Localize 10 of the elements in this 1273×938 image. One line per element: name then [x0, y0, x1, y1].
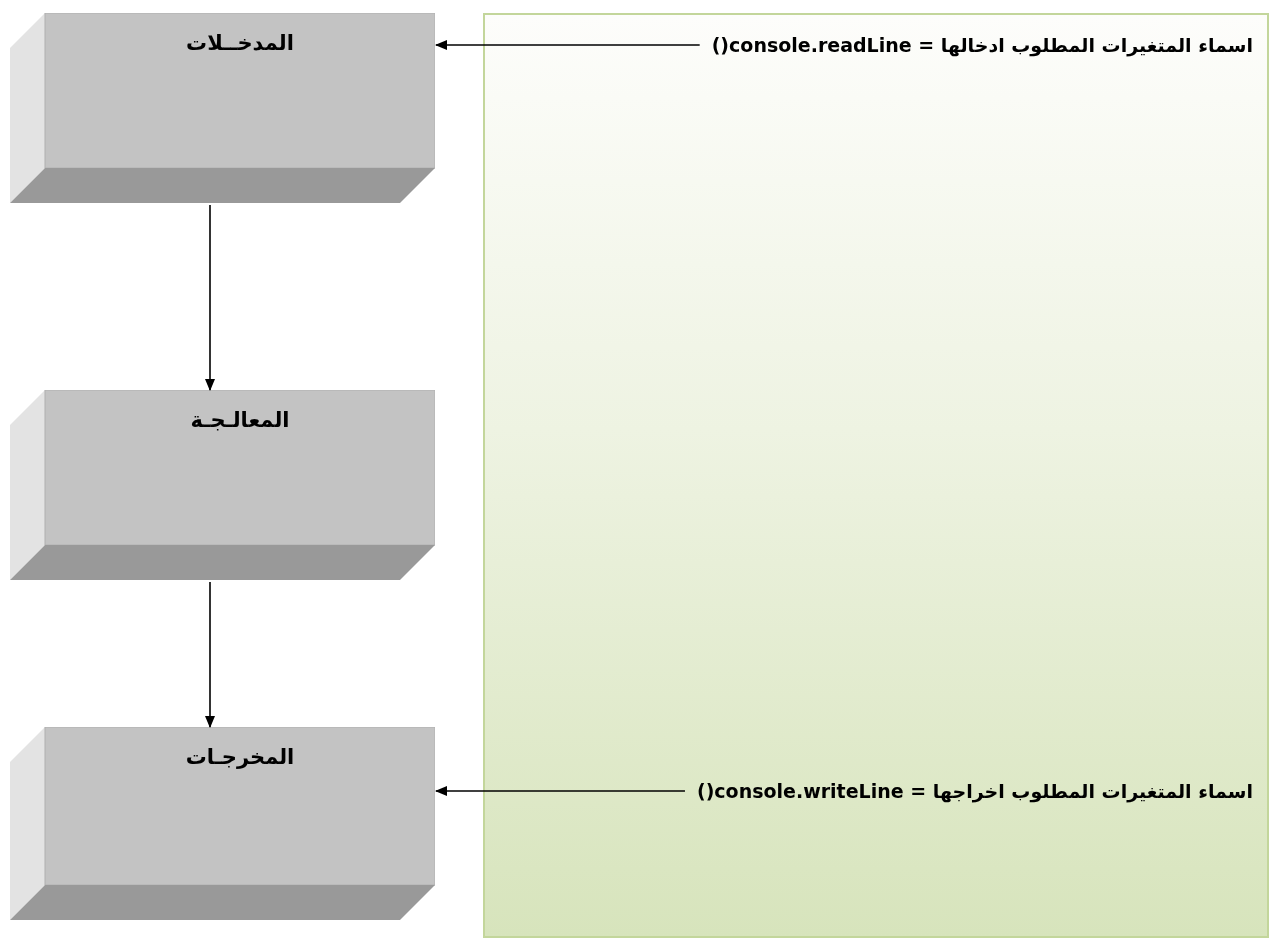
- arrow: [435, 40, 701, 50]
- arrow: [205, 581, 215, 728]
- arrow: [435, 786, 686, 796]
- box-label: المخرجـات: [184, 745, 296, 769]
- note-text: اسماء المتغيرات المطلوب ادخالها = console.readLine(): [711, 34, 1253, 56]
- box-label: المعالـجـة: [189, 408, 291, 432]
- note-text: اسماء المتغيرات المطلوب اخراجها = console.writeLine(): [696, 780, 1253, 802]
- panel-background: [483, 13, 1269, 938]
- box-label: المدخــلات: [185, 31, 295, 55]
- arrow: [205, 204, 215, 391]
